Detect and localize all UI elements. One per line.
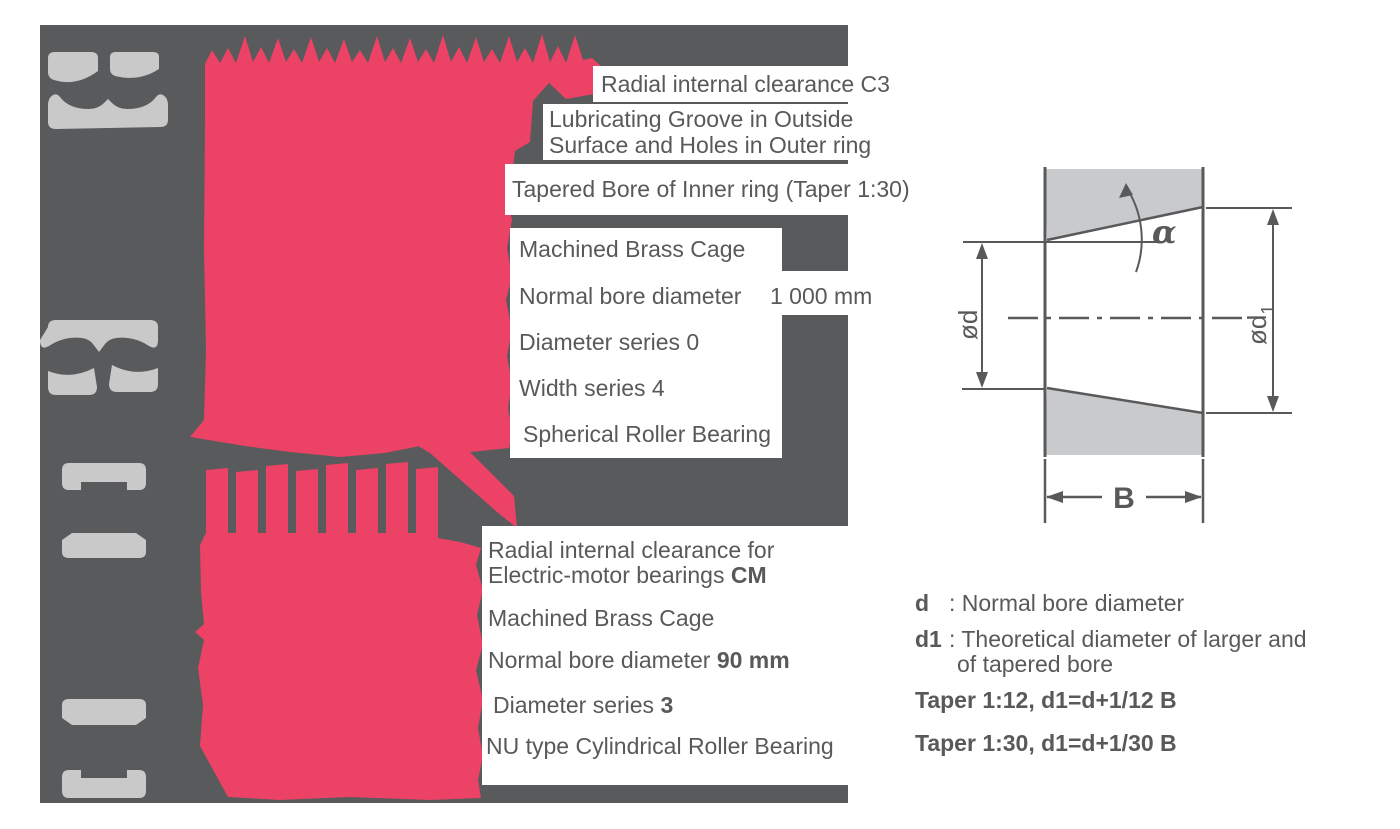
bearing-symbol-fragments [40, 52, 168, 798]
designation-blobs [190, 34, 612, 800]
glyph-fragment-icon [40, 320, 158, 352]
callout-box-tapered-bore [505, 164, 848, 215]
designation-tail-stroke [403, 430, 517, 528]
spec-bottom-cage: Machined Brass Cage [488, 605, 715, 631]
od-arrow-down-icon [976, 372, 988, 388]
alpha-label: α [1152, 213, 1177, 251]
od-arrow-up-icon [976, 243, 988, 259]
spec-row-bore-label: Normal bore diameter [519, 283, 742, 309]
glyph-fragment-icon [62, 533, 146, 558]
diameter-series-label: Diameter series [493, 692, 661, 718]
glyph-fragment-icon [62, 463, 146, 490]
callout-box-groove [543, 104, 848, 160]
b-arrow-right-icon [1185, 491, 1202, 503]
spec-bottom-clearance-line1: Radial internal clearance for [488, 537, 775, 563]
legend-d1-term: d1 [915, 626, 942, 652]
spec-box-top-value-extension [782, 271, 882, 315]
spec-bottom-bearing-type: NU type Cylindrical Roller Bearing [486, 733, 834, 759]
spec-bottom-bore: Normal bore diameter 90 mm [488, 647, 790, 673]
glyph-fragment-icon [48, 52, 98, 83]
bore-label-text: Normal bore diameter [488, 647, 717, 673]
spec-bottom-diameter-series: Diameter series 3 [493, 692, 673, 718]
spec-box-bottom [482, 526, 849, 785]
b-arrow-left-icon [1046, 491, 1063, 503]
spec-row-bearing-type: Spherical Roller Bearing [523, 421, 772, 447]
callout-clearance-text: Radial internal clearance C3 [601, 71, 890, 97]
callout-groove-text: Lubricating Groove in Outside Surface an… [549, 106, 872, 158]
glyph-fragment-icon [109, 365, 158, 392]
clearance-cm-code: CM [730, 562, 767, 588]
taper-line-top [1046, 205, 1204, 242]
glyph-fragment-icon [48, 94, 168, 129]
glyph-fragment-icon [62, 770, 146, 798]
spec-row-width-series: Width series 4 [519, 375, 665, 401]
outer-ring-section-bottom [1045, 388, 1203, 455]
legend-d1-desc: : Theoretical diameter of larger and [949, 626, 1307, 652]
callout-tapered-bore-text: Tapered Bore of Inner ring (Taper 1:30) [512, 176, 910, 202]
legend-d1-line2: of tapered bore [957, 651, 1114, 677]
glyph-fragment-icon [48, 368, 97, 395]
legend-d: d : Normal bore diameter [915, 590, 1184, 617]
bore-value-text: 90 mm [716, 647, 790, 673]
taper-line-bottom [1046, 386, 1204, 415]
od1-arrow-down-icon [1267, 396, 1279, 412]
spec-bottom-clearance-line2: Electric-motor bearings CM [488, 562, 767, 588]
legend-d-term: d [915, 590, 930, 616]
od1-arrow-up-icon [1267, 209, 1279, 225]
legend-d-desc: : Normal bore diameter [949, 590, 1185, 616]
diameter-series-value: 3 [660, 692, 674, 718]
legend-d1: d1 : Theoretical diameter of larger and [915, 626, 1307, 653]
clearance-line2-text: Electric-motor bearings [488, 562, 731, 588]
od1-label: ød1 [1242, 305, 1278, 345]
spec-row-diameter-series: Diameter series 0 [519, 329, 700, 355]
lower-designation-blob [195, 462, 483, 800]
outer-ring-section-top [1045, 169, 1203, 240]
spec-row-cage: Machined Brass Cage [519, 236, 746, 262]
od-label: ød [953, 310, 983, 340]
angle-arc-arrowhead-icon [1119, 183, 1133, 198]
spec-box-top [510, 228, 782, 458]
b-label: B [1113, 482, 1135, 515]
drawing-labels: α ød ød1 B [953, 213, 1278, 515]
glyph-fragment-icon [110, 52, 159, 78]
taper-formula-1-12: Taper 1:12, d1=d+1/12 B [915, 687, 1177, 713]
upper-designation-blob [190, 34, 612, 457]
glyph-fragment-icon [62, 699, 146, 725]
callout-box-clearance [593, 66, 923, 102]
tapered-bore-drawing [962, 167, 1292, 523]
taper-formula-1-30: Taper 1:30, d1=d+1/30 B [915, 730, 1177, 756]
spec-row-bore-value: 1 000 mm [770, 283, 873, 309]
